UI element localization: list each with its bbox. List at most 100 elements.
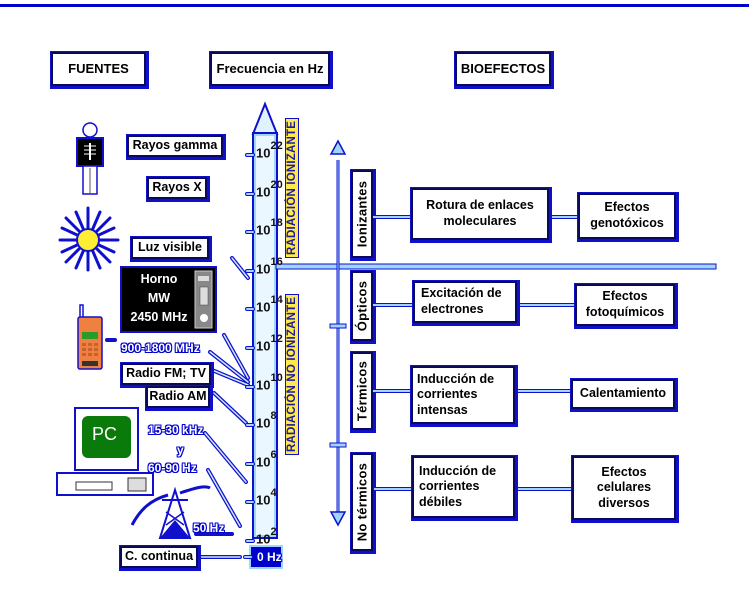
spectrum-tick-mark — [245, 230, 255, 235]
source-visible-light: Luz visible — [131, 237, 209, 259]
tick-exponent: 12 — [270, 333, 283, 345]
category-ionizantes-label: Ionizantes — [354, 180, 370, 248]
top-rule — [0, 4, 749, 7]
spectrum-bar-inner — [254, 134, 276, 537]
spectrum-tick-mark — [245, 191, 255, 196]
category-termicos: Térmicos — [351, 352, 373, 430]
source-am-text: Radio AM — [149, 389, 207, 404]
category-no-termicos-label: No térmicos — [354, 462, 370, 542]
spectrum-tick-label: 1016 — [256, 255, 283, 277]
connector-ion-effect — [549, 215, 579, 219]
spectrum-tick-label: 104 — [256, 487, 277, 508]
mechanism-termicos-text: Inducción de corrientes intensas — [417, 371, 495, 417]
category-opticos: Ópticos — [351, 271, 373, 341]
header-frecuencia-text: Frecuencia en Hz — [216, 60, 324, 76]
tick-base: 10 — [256, 299, 271, 315]
header-bioefectos: BIOEFECTOS — [455, 52, 551, 86]
ionizing-radiation-label: RADIACIÓN IONIZANTE — [285, 117, 299, 258]
connector-mobile-hl — [209, 351, 249, 383]
mechanism-opticos-text: Excitación de electrones — [421, 286, 502, 316]
tick-base: 10 — [256, 261, 271, 277]
tick-base: 10 — [256, 415, 271, 431]
source-fm-tv-text: Radio FM; TV — [126, 366, 206, 381]
microwave-oven-icon — [120, 266, 217, 333]
spectrum-tick-label: 1018 — [256, 217, 283, 238]
source-pc-freq-and: y — [177, 443, 184, 457]
tick-base: 10 — [256, 376, 271, 392]
spectrum-bar — [252, 132, 278, 539]
spectrum-tick-label: 1014 — [256, 294, 283, 315]
spectrum-tick-label: 108 — [256, 410, 277, 431]
mechanism-termicos: Inducción de corrientes intensas — [411, 366, 515, 424]
effect-celulares: Efectos celulares diversos — [572, 456, 676, 520]
spectrum-tick-mark — [245, 384, 255, 389]
microwave-label: Horno MW 2450 MHz — [124, 270, 194, 330]
source-dc-text: C. continua — [124, 549, 194, 564]
spectrum-tick-label: 106 — [256, 449, 277, 470]
non-ionizing-radiation-label: RADIACIÓN NO IONIZANTE — [285, 293, 299, 455]
ionizing-boundary-line — [275, 263, 717, 270]
spectrum-tick-mark — [245, 539, 255, 543]
spectrum-tick-mark — [245, 153, 255, 157]
header-fuentes: FUENTES — [51, 52, 146, 86]
connector-opt-effect — [517, 303, 577, 307]
tick-exponent: 8 — [270, 410, 277, 423]
tick-exponent: 18 — [270, 217, 283, 230]
tick-base: 10 — [256, 183, 271, 199]
spectrum-tick-mark — [245, 307, 255, 312]
tick-base: 10 — [256, 222, 271, 238]
spectrum-tick-label: 1012 — [256, 333, 283, 353]
connector-microwave-hl — [223, 334, 249, 379]
connector-nonterm-mech — [374, 487, 414, 491]
effect-fotoquimicos: Efectos fotoquímicos — [575, 284, 675, 326]
connector-term-effect — [514, 389, 574, 393]
source-gamma-text: Rayos gamma — [132, 138, 218, 153]
effect-calentamiento-text: Calentamiento — [579, 386, 667, 401]
spectrum-tick-mark — [245, 268, 255, 273]
xray-person-icon — [76, 122, 104, 195]
connector-fmtv-hl — [211, 369, 249, 386]
connector-pc-hz-hl — [207, 469, 241, 527]
sun-icon — [58, 206, 120, 272]
category-termicos-label: Térmicos — [354, 360, 370, 422]
spectrum-tick-label: 102 — [256, 526, 277, 546]
category-no-termicos: No térmicos — [351, 453, 373, 551]
effect-celulares-text: Efectos celulares diversos — [596, 464, 652, 510]
effect-calentamiento: Calentamiento — [571, 379, 675, 409]
spectrum-tick-label: 1020 — [256, 178, 283, 199]
connector-visible-hl — [231, 257, 249, 279]
tick-exponent: 16 — [270, 255, 283, 268]
connector-nonterm-effect — [514, 487, 576, 491]
source-fm-tv: Radio FM; TV — [121, 363, 211, 385]
tick-base: 10 — [256, 492, 271, 508]
source-xray-text: Rayos X — [152, 180, 202, 195]
header-frecuencia: Frecuencia en Hz — [210, 52, 330, 86]
spectrum-tick-mark — [245, 461, 255, 466]
tick-exponent: 20 — [270, 178, 283, 191]
source-gamma: Rayos gamma — [127, 135, 223, 157]
mechanism-no-termicos-text: Inducción de corrientes débiles — [419, 463, 497, 509]
zero-hz-tick — [243, 555, 253, 559]
effects-axis-tick-2 — [329, 442, 347, 448]
source-visible-text: Luz visible — [138, 240, 202, 255]
spectrum-tick-mark — [245, 423, 255, 428]
mobile-phone-icon — [77, 304, 103, 370]
pc-screen-text: PC — [92, 424, 118, 444]
pc-icon — [56, 407, 154, 496]
spectrum-tick-mark — [245, 346, 255, 350]
connector-term-mech — [373, 389, 413, 393]
effects-axis-down-arrow — [329, 511, 347, 527]
source-mobile-freq: 900-1800 MHz — [121, 341, 200, 355]
source-connectors-highlight — [195, 257, 249, 558]
tick-base: 10 — [256, 454, 271, 470]
microwave-label-line3: 2450 MHz — [130, 310, 188, 324]
tick-exponent: 4 — [270, 487, 277, 500]
spectrum-arrow-tip — [251, 101, 279, 135]
connector-am-hl — [213, 392, 247, 424]
mechanism-ionizantes: Rotura de enlaces moleculares — [411, 188, 549, 240]
mechanism-ionizantes-text: Rotura de enlaces moleculares — [426, 198, 534, 228]
microwave-label-line2: MW — [147, 291, 171, 305]
category-ionizantes: Ionizantes — [351, 170, 373, 258]
spectrum-tick-label: 1010 — [256, 372, 283, 392]
